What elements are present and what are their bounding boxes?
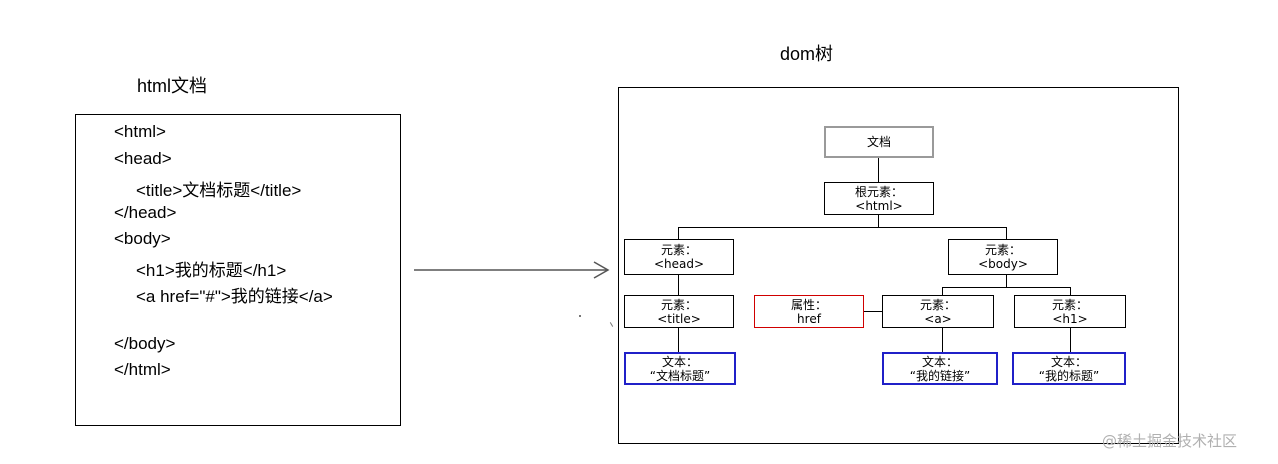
head-node-tag: <head>	[653, 257, 705, 271]
href-attribute-node: 属性： href	[754, 295, 864, 328]
anchor-element-node: 元素： <a>	[882, 295, 994, 328]
connector	[942, 328, 943, 352]
body-node-type: 元素：	[984, 243, 1021, 257]
title-node-tag: <title>	[657, 311, 701, 326]
connector	[678, 227, 679, 239]
dom-tree-frame: 文档 根元素： <html> 元素： <head> 元素： <body> 元素：…	[618, 87, 1179, 444]
connector	[878, 158, 879, 182]
connector	[942, 287, 943, 295]
attribute-node-type: 属性：	[790, 297, 827, 312]
anchor-node-tag: <a>	[924, 311, 952, 326]
connector	[678, 227, 1006, 228]
code-line-html-open: <html>	[114, 122, 166, 141]
code-line-body-close: </body>	[114, 334, 176, 353]
h1-node-tag: <h1>	[1052, 311, 1088, 326]
h1-text-node: 文本： “我的标题”	[1012, 352, 1126, 385]
body-element-node: 元素： <body>	[948, 239, 1058, 275]
connector	[942, 287, 1070, 288]
link-text-type: 文本：	[921, 354, 958, 369]
title-text-value: “文档标题”	[649, 368, 711, 383]
arrow	[414, 261, 610, 279]
connector	[1006, 275, 1007, 287]
stray-mark	[609, 322, 614, 327]
code-line-title: <title>文档标题</title>	[136, 181, 302, 200]
code-line-html-close: </html>	[114, 360, 171, 379]
root-node-tag: <html>	[855, 198, 903, 213]
root-node-type: 根元素：	[854, 184, 903, 199]
code-line-head-open: <head>	[114, 149, 172, 168]
connector	[1006, 227, 1007, 239]
html-code-box: <html> <head> <title>文档标题</title> </head…	[75, 114, 401, 426]
dom-tree-title: dom树	[780, 44, 834, 64]
h1-text-value: “我的标题”	[1038, 368, 1100, 383]
stray-mark	[579, 315, 581, 317]
code-line-head-close: </head>	[114, 203, 177, 222]
attribute-node-name: href	[797, 311, 821, 326]
title-text-type: 文本：	[661, 354, 698, 369]
connector	[864, 311, 882, 312]
title-text-node: 文本： “文档标题”	[624, 352, 736, 385]
title-node-type: 元素：	[660, 297, 697, 312]
head-element-node: 元素： <head>	[624, 239, 734, 275]
html-document-title: html文档	[137, 76, 208, 96]
title-element-node: 元素： <title>	[624, 295, 734, 328]
watermark: @稀土掘金技术社区	[1102, 432, 1238, 450]
code-line-body-open: <body>	[114, 229, 171, 248]
h1-element-node: 元素： <h1>	[1014, 295, 1126, 328]
connector	[878, 215, 879, 227]
link-text-value: “我的链接”	[909, 368, 971, 383]
code-line-anchor: <a href="#">我的链接</a>	[136, 287, 333, 306]
connector	[678, 275, 679, 295]
h1-text-type: 文本：	[1050, 354, 1087, 369]
head-node-type: 元素：	[660, 243, 697, 257]
link-text-node: 文本： “我的链接”	[882, 352, 998, 385]
h1-node-type: 元素：	[1051, 297, 1088, 312]
body-node-tag: <body>	[978, 257, 1028, 271]
document-node-label: 文档	[866, 135, 891, 149]
root-element-node: 根元素： <html>	[824, 182, 934, 215]
connector	[678, 328, 679, 352]
code-line-h1: <h1>我的标题</h1>	[136, 261, 287, 280]
connector	[1070, 328, 1071, 352]
anchor-node-type: 元素：	[919, 297, 956, 312]
document-node: 文档	[824, 126, 934, 158]
connector	[1070, 287, 1071, 295]
